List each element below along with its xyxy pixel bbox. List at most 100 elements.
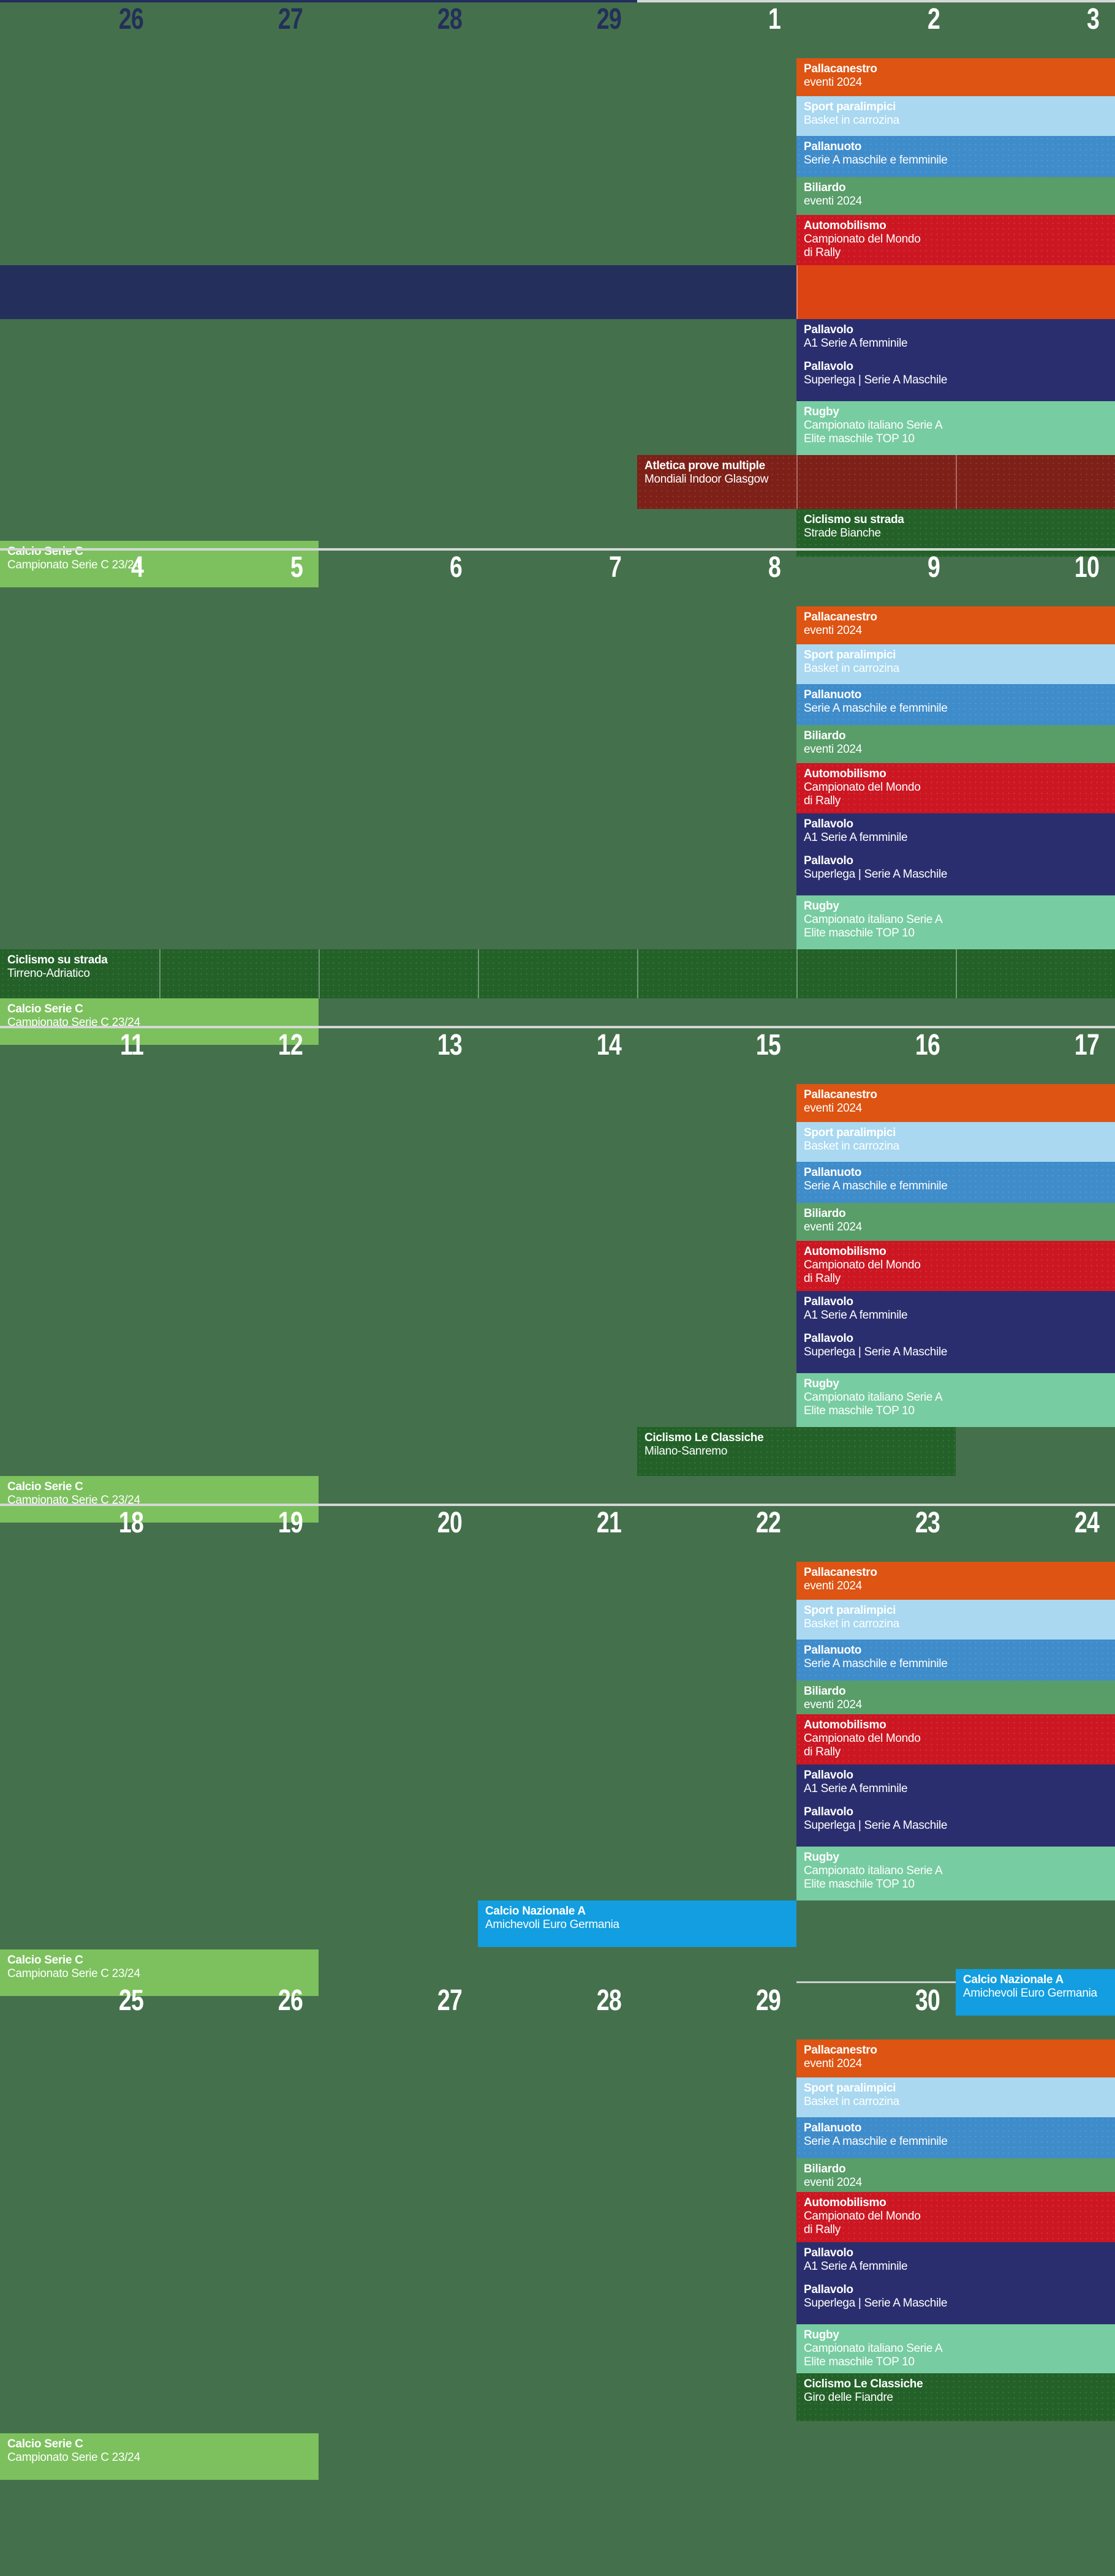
event-title: Calcio Nazionale A: [963, 1973, 1064, 1986]
event-subtitle: Serie A maschile e femminile: [804, 2135, 948, 2149]
event-subtitle: eventi 2024: [804, 1580, 862, 1593]
day-number-16[interactable]: 16: [915, 1029, 940, 1061]
day-number-26[interactable]: 26: [118, 3, 144, 36]
day-boundary-line: [478, 949, 479, 998]
day-number-10[interactable]: 10: [1074, 551, 1100, 584]
day-number-22[interactable]: 22: [755, 1507, 781, 1539]
event-subtitle: Basket in carrozina: [804, 662, 899, 676]
event-subtitle: Basket in carrozina: [804, 1618, 899, 1631]
day-number-3[interactable]: 3: [1086, 3, 1100, 36]
day-number-24[interactable]: 24: [1074, 1507, 1100, 1539]
day-number-18[interactable]: 18: [118, 1507, 144, 1539]
event-block-prev-month-band[interactable]: [0, 265, 796, 319]
event-subtitle: Mondiali Indoor Glasgow: [644, 473, 769, 486]
day-number-26[interactable]: 26: [278, 1984, 303, 2017]
event-title: Sport paralimpici: [804, 1604, 896, 1617]
day-number-7[interactable]: 7: [608, 551, 622, 584]
day-number-29[interactable]: 29: [755, 1984, 781, 2017]
day-number-2[interactable]: 2: [927, 3, 940, 36]
day-number-12[interactable]: 12: [278, 1029, 303, 1061]
day-number-17[interactable]: 17: [1074, 1029, 1100, 1061]
day-number-19[interactable]: 19: [278, 1507, 303, 1539]
day-number-23[interactable]: 23: [915, 1507, 940, 1539]
day-number-27[interactable]: 27: [278, 3, 303, 36]
day-number-14[interactable]: 14: [596, 1029, 622, 1061]
day-number-6[interactable]: 6: [449, 551, 463, 584]
day-number-28[interactable]: 28: [596, 1984, 622, 2017]
day-number-27[interactable]: 27: [437, 1984, 463, 2017]
event-subtitle: eventi 2024: [804, 2176, 862, 2190]
event-title: Ciclismo Le Classiche: [644, 1431, 764, 1444]
day-number-15[interactable]: 15: [755, 1029, 781, 1061]
day-number-13[interactable]: 13: [437, 1029, 463, 1061]
day-number-20[interactable]: 20: [437, 1507, 463, 1539]
day-number-5[interactable]: 5: [290, 551, 303, 584]
event-subtitle: eventi 2024: [804, 1102, 862, 1115]
day-number-4[interactable]: 4: [130, 551, 144, 584]
day-number-21[interactable]: 21: [596, 1507, 622, 1539]
event-subtitle: Campionato del Mondo di Rally: [804, 1259, 921, 1286]
week-divider-rule: [0, 0, 1115, 2]
day-number-29[interactable]: 29: [596, 3, 622, 36]
day-number-11[interactable]: 11: [119, 1029, 144, 1061]
day-number-8[interactable]: 8: [768, 551, 781, 584]
day-number-30[interactable]: 30: [915, 1984, 940, 2017]
day-number-9[interactable]: 9: [927, 551, 940, 584]
day-number-25[interactable]: 25: [118, 1984, 144, 2017]
day-number-1[interactable]: 1: [768, 3, 781, 36]
week-divider-rule: [0, 1504, 1115, 1506]
day-number-28[interactable]: 28: [437, 3, 463, 36]
